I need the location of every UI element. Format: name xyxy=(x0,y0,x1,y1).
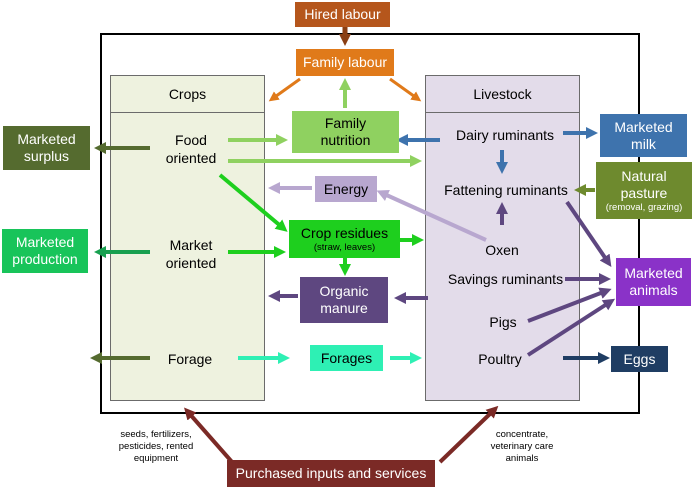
arrow-oxen-to-energy xyxy=(376,190,487,242)
crop-residues-box: Crop residues (straw, leaves) xyxy=(289,220,400,258)
pigs-label: Pigs xyxy=(489,314,517,330)
marketed-production-box: Marketed production xyxy=(2,229,88,273)
livestock-panel: Livestock xyxy=(425,75,580,401)
marketed-animals-label: Marketed animals xyxy=(624,265,683,298)
arrow-pigs-to-animals xyxy=(527,287,612,323)
purchased-inputs-label: Purchased inputs and services xyxy=(235,465,427,481)
family-labour-box: Family labour xyxy=(296,49,394,76)
arrow-family-to-crops xyxy=(268,77,301,102)
arrow-fattening-to-animals xyxy=(565,200,612,267)
dairy-ruminants-label: Dairy ruminants xyxy=(455,127,555,143)
poultry-label: Poultry xyxy=(478,351,522,367)
natural-pasture-note: (removal, grazing) xyxy=(605,201,683,213)
arrow-purchased-to-crops xyxy=(184,407,234,464)
crops-panel: Crops xyxy=(110,75,265,401)
family-labour-label: Family labour xyxy=(302,54,388,70)
livestock-title: Livestock xyxy=(426,76,579,113)
arrow-purchased-to-livestock xyxy=(438,405,499,464)
hired-labour-label: Hired labour xyxy=(304,6,381,22)
marketed-surplus-box: Marketed surplus xyxy=(3,126,90,170)
energy-label: Energy xyxy=(323,180,369,197)
arrow-poultry-to-animals xyxy=(526,298,616,357)
hired-labour-box: Hired labour xyxy=(295,2,390,27)
natural-pasture-box: Natural pasture (removal, grazing) xyxy=(596,162,692,219)
crop-residues-label: Crop residues xyxy=(300,224,389,241)
organic-manure-box: Organic manure xyxy=(300,277,388,323)
purchased-inputs-box: Purchased inputs and services xyxy=(227,460,435,487)
marketed-animals-box: Marketed animals xyxy=(616,258,691,306)
marketed-production-label: Marketed production xyxy=(12,234,78,267)
food-oriented-label: Food oriented xyxy=(165,132,217,166)
forages-label: Forages xyxy=(320,349,373,366)
energy-box: Energy xyxy=(315,176,377,202)
oxen-label: Oxen xyxy=(485,242,519,258)
eggs-label: Eggs xyxy=(623,350,656,367)
natural-pasture-label: Natural pasture xyxy=(620,167,668,201)
market-oriented-label: Market oriented xyxy=(165,237,217,271)
marketed-milk-label: Marketed milk xyxy=(614,118,673,152)
crop-residues-note: (straw, leaves) xyxy=(313,241,376,253)
savings-ruminants-label: Savings ruminants xyxy=(447,271,564,287)
crops-title: Crops xyxy=(111,76,264,113)
fattening-ruminants-label: Fattening ruminants xyxy=(444,182,568,198)
family-nutrition-label: Family nutrition xyxy=(320,115,371,148)
arrow-family-to-livestock xyxy=(389,77,422,102)
organic-manure-label: Organic manure xyxy=(319,283,369,316)
forages-box: Forages xyxy=(310,345,383,371)
livestock-inputs-note: concentrate, veterinary care animals xyxy=(490,429,554,464)
marketed-milk-box: Marketed milk xyxy=(600,114,687,157)
family-nutrition-box: Family nutrition xyxy=(292,111,399,153)
forage-label: Forage xyxy=(167,351,213,367)
crop-inputs-note: seeds, fertilizers, pesticides, rented e… xyxy=(118,429,194,464)
eggs-box: Eggs xyxy=(611,346,668,372)
marketed-surplus-label: Marketed surplus xyxy=(17,131,76,164)
arrow-food-to-residues xyxy=(218,173,288,232)
